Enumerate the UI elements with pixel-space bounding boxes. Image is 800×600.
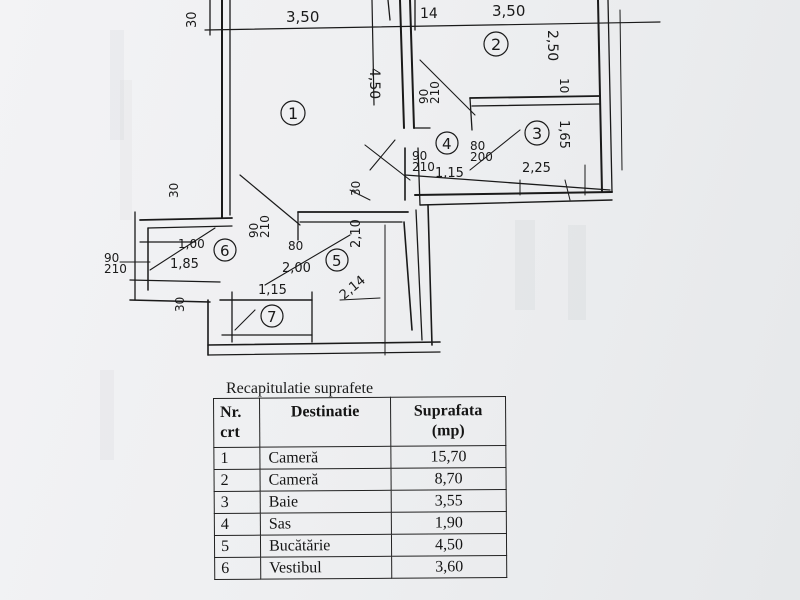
table-row: 4 Sas 1,90 xyxy=(214,511,507,536)
room-4-marker: 4 xyxy=(435,131,459,155)
room-7-marker: 7 xyxy=(260,304,284,328)
svg-text:7: 7 xyxy=(267,308,277,326)
bleed-through xyxy=(100,30,586,460)
row-nr: 4 xyxy=(214,513,261,536)
row-nr: 2 xyxy=(213,469,261,492)
row-area: 3,60 xyxy=(391,555,507,579)
room-5-marker: 5 xyxy=(325,248,349,272)
row-nr: 5 xyxy=(214,535,261,558)
svg-text:4: 4 xyxy=(442,135,452,153)
svg-text:3: 3 xyxy=(532,124,542,143)
room-3-marker: 3 xyxy=(524,120,550,146)
dim-h-210: 2,10 xyxy=(349,219,364,248)
room-markers: 1 2 3 4 5 6 7 xyxy=(213,31,550,328)
dim-bottom-30: 30 xyxy=(173,297,187,312)
dim-w-115-sas: 1,15 xyxy=(435,166,464,181)
dim-door-sas-left: 90210 xyxy=(417,81,442,104)
dim-w-115-bath: 1,15 xyxy=(258,283,287,298)
dim-w-80: 80 xyxy=(288,239,303,253)
row-area: 8,70 xyxy=(390,467,507,491)
row-destination: Baie xyxy=(260,490,392,514)
svg-text:6: 6 xyxy=(220,242,230,260)
dimension-labels: 30 3,50 3,50 14 4,50 2,50 10 1,65 1,15 2… xyxy=(104,2,571,312)
row-destination: Sas xyxy=(260,512,392,536)
table-row: 1 Cameră 15,70 xyxy=(213,445,506,470)
room-1-marker: 1 xyxy=(280,100,306,126)
dim-h-185: 1,85 xyxy=(170,257,199,272)
row-nr: 3 xyxy=(214,491,261,514)
plan-walls xyxy=(119,0,661,356)
row-area: 3,55 xyxy=(391,489,507,513)
dim-w-100: 1,00 xyxy=(178,237,205,251)
dim-w-225: 2,25 xyxy=(522,161,551,176)
row-area: 4,50 xyxy=(391,533,507,557)
dim-width-room1: 3,50 xyxy=(286,8,319,26)
table-row: 3 Baie 3,55 xyxy=(214,489,507,514)
dim-door-kitchen: 90210 xyxy=(247,215,272,238)
row-area: 15,70 xyxy=(390,445,506,469)
dim-h-165: 1,65 xyxy=(556,120,571,149)
dim-mid-wall: 14 xyxy=(420,6,438,22)
room-2-marker: 2 xyxy=(483,31,509,57)
dim-top-left-wall: 30 xyxy=(185,11,200,28)
header-nr: Nr. crt xyxy=(213,398,260,448)
recap-header-row: Nr. crt Destinatie Suprafata (mp) xyxy=(213,396,506,448)
dim-wall-30-kitchen: 30 xyxy=(349,181,363,196)
table-row: 5 Bucătărie 4,50 xyxy=(214,533,507,558)
row-nr: 1 xyxy=(213,447,260,470)
dim-height-room2: 2,50 xyxy=(544,30,560,61)
svg-text:5: 5 xyxy=(332,252,342,270)
row-nr: 6 xyxy=(214,557,261,580)
dim-w-200: 2,00 xyxy=(282,261,311,276)
svg-text:1: 1 xyxy=(288,104,298,123)
dim-wall-10: 10 xyxy=(557,78,571,93)
recap-title: Recapitulatie suprafete xyxy=(226,380,374,397)
recap-table: Nr. crt Destinatie Suprafata (mp) 1 Came… xyxy=(213,396,507,580)
header-destination: Destinatie xyxy=(259,397,391,448)
row-area: 1,90 xyxy=(391,511,507,535)
dim-width-room2: 3,50 xyxy=(492,2,525,20)
room-6-marker: 6 xyxy=(213,238,237,262)
dim-height-room1: 4,50 xyxy=(366,68,382,99)
row-destination: Bucătărie xyxy=(260,534,392,558)
row-destination: Cameră xyxy=(259,446,391,470)
row-destination: Cameră xyxy=(259,468,392,492)
header-surface: Suprafata (mp) xyxy=(390,396,506,447)
row-destination: Vestibul xyxy=(260,556,392,580)
table-row: 2 Cameră 8,70 xyxy=(213,467,507,492)
dim-left-30: 30 xyxy=(167,183,181,198)
table-row: 6 Vestibul 3,60 xyxy=(214,555,507,580)
svg-text:2: 2 xyxy=(491,35,501,54)
